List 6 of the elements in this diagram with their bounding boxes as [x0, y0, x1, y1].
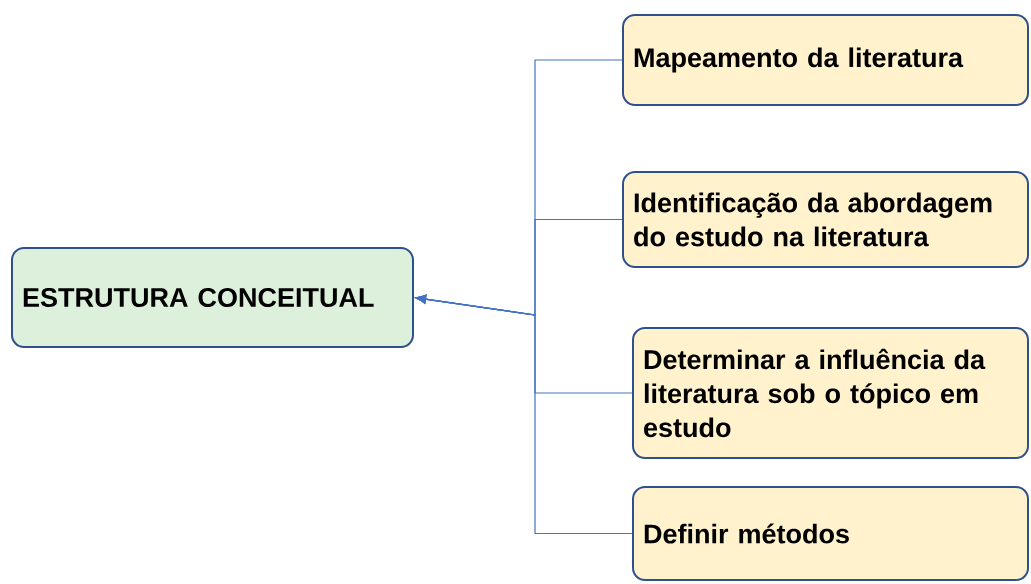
connector-arrow — [415, 294, 633, 535]
process-box: Mapeamento da literatura — [622, 14, 1029, 106]
process-box: ESTRUTURA CONCEITUAL — [11, 247, 414, 348]
process-box: Determinar a influência da literatura sob o tópico em estudo — [632, 327, 1029, 459]
process-box: Identificação da abordagem do estudo na literatura — [622, 171, 1029, 268]
process-box: Definir métodos — [632, 486, 1029, 581]
